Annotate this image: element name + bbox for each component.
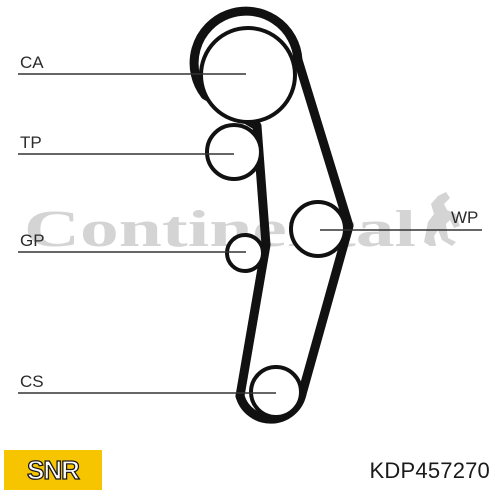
leader-lines: [18, 73, 482, 394]
part-number: KDP457270: [369, 458, 490, 483]
pulley-ca: [199, 26, 297, 124]
label-gp: GP: [20, 231, 45, 250]
pulley-tp: [205, 123, 263, 181]
pulley-gp: [225, 233, 265, 273]
pulley-wp: [289, 200, 347, 258]
snr-logo: SNR: [4, 450, 102, 490]
label-ca: CA: [20, 53, 44, 72]
pulleys: [199, 26, 347, 419]
label-cs: CS: [20, 372, 44, 391]
pulley-cs: [249, 365, 303, 419]
belt-ca-wrap: [189, 6, 303, 100]
belt-right-run: [293, 55, 354, 399]
snr-logo-text: SNR: [26, 454, 80, 485]
label-tp: TP: [20, 133, 42, 152]
callout-labels: CA TP WP GP CS: [20, 53, 478, 391]
horse-emblem-icon: [424, 192, 460, 246]
label-wp: WP: [451, 208, 478, 227]
timing-belt-diagram: Continental: [18, 6, 482, 424]
